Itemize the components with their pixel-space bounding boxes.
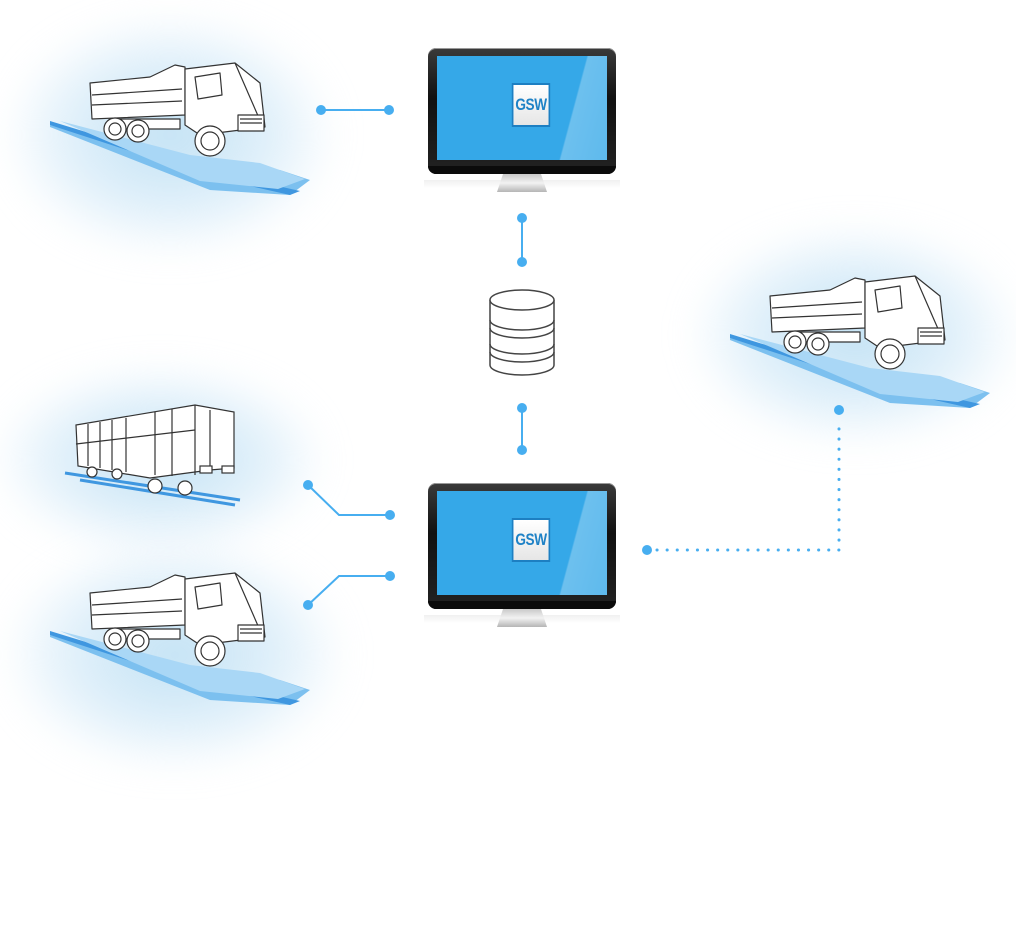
truck-scale-bottom-left	[49, 572, 311, 706]
gsw-logo: GSW	[511, 518, 551, 562]
connector-dot	[517, 445, 527, 455]
truck-icon	[49, 572, 311, 706]
cloud-top-left	[10, 20, 330, 250]
truck-icon	[729, 275, 991, 409]
monitor-stand	[497, 174, 547, 192]
monitor-top: GSW	[424, 48, 620, 198]
monitor-stand	[497, 609, 547, 627]
connector-dot	[385, 510, 395, 520]
connector-dot	[316, 105, 326, 115]
database-icon	[489, 289, 555, 376]
truck-scale-top-left	[49, 62, 311, 196]
connector-wagon-to-monitor	[307, 484, 390, 516]
connector-truck-bottom-to-monitor	[307, 575, 390, 606]
gsw-logo: GSW	[511, 83, 551, 127]
truck-icon	[49, 62, 311, 196]
connector-truck-right-to-monitor-dotted	[655, 418, 841, 552]
connector-dot	[303, 600, 313, 610]
connector-dot	[517, 213, 527, 223]
wagon-scale	[64, 404, 241, 507]
connector-dot	[517, 403, 527, 413]
monitor-screen: GSW	[437, 56, 607, 160]
monitor-screen: GSW	[437, 491, 607, 595]
truck-scale-right	[729, 275, 991, 409]
connector-dot	[517, 257, 527, 267]
connector-dot	[385, 571, 395, 581]
connector-dot	[384, 105, 394, 115]
connector-dot	[303, 480, 313, 490]
connector-dot	[642, 545, 652, 555]
railway-wagon-icon	[75, 404, 235, 496]
monitor-bottom: GSW	[424, 483, 620, 633]
monitor-bezel: GSW	[428, 48, 616, 174]
monitor-bezel: GSW	[428, 483, 616, 609]
connector-dot	[834, 405, 844, 415]
